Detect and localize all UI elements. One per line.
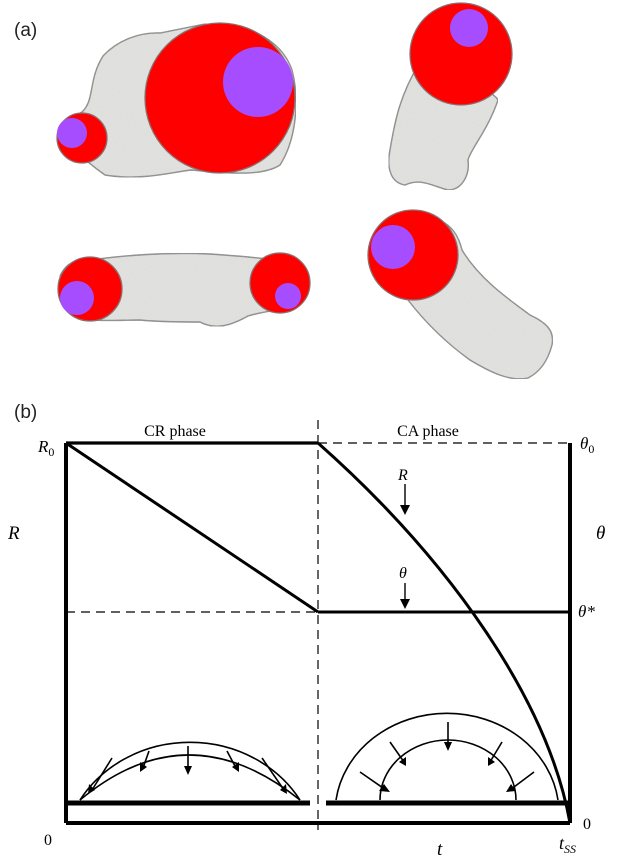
ca-arrowheads [379, 742, 516, 792]
right-axis-title: θ [596, 523, 605, 544]
angle-decreasing-line [65, 441, 319, 614]
radius-curve-label: R [397, 467, 408, 484]
diagram-labels: CR phase CA phase R R0 0 θ θ0 θ* 0 t tSS… [7, 423, 605, 859]
cluster-top-left [56, 22, 297, 178]
panel-a-label: (a) [14, 20, 37, 41]
cluster-top-right [388, 2, 513, 191]
core-large [371, 225, 415, 269]
angle-arrowhead [400, 599, 410, 609]
core-left [60, 281, 94, 315]
cluster-bottom-right [367, 209, 554, 380]
core-small [450, 9, 488, 47]
angle-curve-label: θ [399, 565, 407, 582]
cr-droplet-schematic [79, 741, 301, 801]
core-right [275, 283, 301, 309]
right-axis-bottom-tick: 0 [583, 816, 591, 833]
ca-droplet-schematic [335, 712, 559, 801]
ca-phase-label: CA phase [397, 423, 459, 440]
cluster-bottom-left [57, 252, 311, 327]
right-axis-top-tick: θ0 [580, 434, 594, 456]
radius-decay-curve [317, 441, 572, 824]
right-axis-mid-tick: θ* [578, 602, 595, 621]
radius-arrowhead [400, 505, 410, 515]
x-axis-end-tick: tSS [559, 833, 576, 856]
cr-arrowheads [88, 762, 287, 794]
left-axis-title: R [7, 523, 20, 544]
cr-phase-label: CR phase [144, 423, 206, 440]
left-axis-top-tick: R0 [37, 437, 54, 459]
x-axis-title: t [437, 839, 443, 859]
left-axis-bottom-tick: 0 [44, 832, 52, 849]
panel-b-label: (b) [14, 402, 37, 423]
core-small [57, 118, 87, 148]
core-large [223, 47, 293, 117]
evaporation-diagram [64, 420, 572, 830]
